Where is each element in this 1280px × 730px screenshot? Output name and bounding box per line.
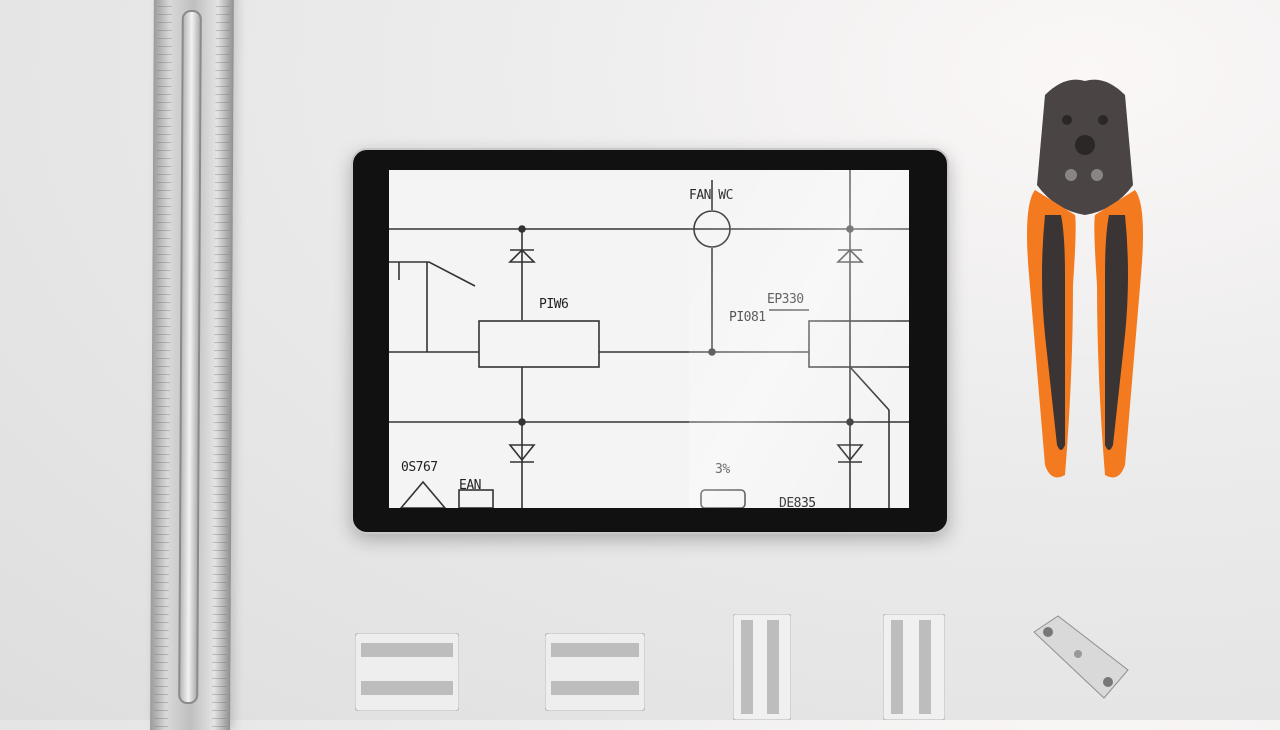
metal-bracket [1033,615,1129,699]
label-mid-right-top: EP330 [767,292,804,307]
label-bottom-left: 0S767 [401,460,438,475]
label-mid-left: PIW6 [539,297,569,312]
label-bottom-right: DE835 [779,496,816,508]
schematic-diagram [389,170,909,508]
schematic-screen: FAN WC PIW6 EP330 PI081 0S767 EAN 3% DE8… [389,170,909,508]
label-bottom-center: 3% [715,462,730,477]
terminal-block-1 [355,633,459,711]
label-mid-right: PI081 [729,310,766,325]
terminal-block-2 [545,633,645,711]
label-bottom-left-box: EAN [459,478,481,493]
steel-ruler [150,0,234,730]
ruler-slot [178,10,202,704]
ruler-ticks-left [154,0,172,730]
crimping-pliers [1027,79,1143,478]
terminal-block-3 [733,614,791,720]
terminal-block-4 [883,614,945,720]
label-top: FAN WC [689,188,733,203]
tablet: FAN WC PIW6 EP330 PI081 0S767 EAN 3% DE8… [351,148,949,534]
ruler-ticks-right [212,0,230,730]
